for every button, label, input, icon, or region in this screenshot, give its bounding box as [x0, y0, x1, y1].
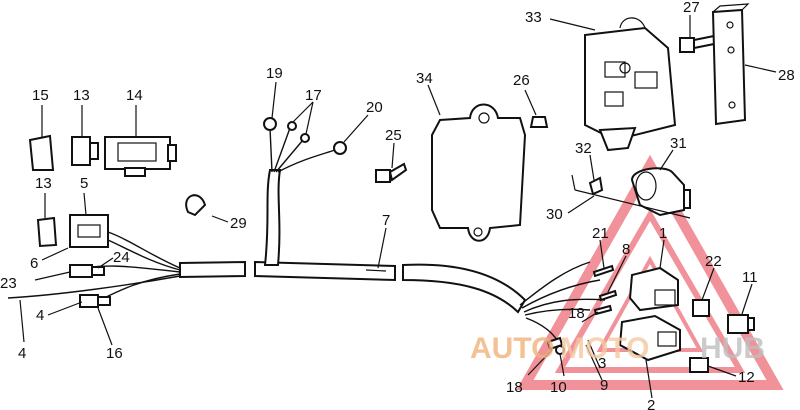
label-22: 22	[705, 253, 722, 270]
label-18-lower: 18	[506, 379, 523, 396]
label-27: 27	[683, 0, 700, 16]
screw-25	[375, 162, 408, 183]
label-20: 20	[366, 99, 383, 116]
mounting-plate-28	[711, 3, 750, 126]
module-34	[431, 103, 527, 242]
label-21: 21	[592, 225, 609, 242]
label-24: 24	[113, 249, 130, 266]
label-4-upper: 4	[36, 307, 44, 324]
clamp-29	[185, 194, 207, 217]
plug-11	[727, 314, 755, 334]
label-13-top: 13	[73, 87, 90, 104]
label-9: 9	[600, 377, 608, 394]
terminal-13-lower	[36, 216, 58, 248]
label-4-lower: 4	[18, 345, 26, 362]
leader-lines	[19, 15, 777, 399]
connector-16	[79, 294, 111, 308]
watermark-text-hub: HUB	[700, 332, 765, 365]
label-13-lower: 13	[35, 175, 52, 192]
control-module-bracket	[584, 17, 677, 152]
label-30: 30	[546, 206, 563, 223]
label-1: 1	[659, 225, 667, 242]
label-3: 3	[598, 355, 606, 372]
connector-24	[69, 264, 105, 278]
label-11: 11	[742, 269, 758, 286]
label-16: 16	[106, 345, 123, 362]
connector-1	[628, 266, 679, 312]
label-19: 19	[266, 65, 283, 82]
seal-22	[692, 299, 710, 317]
label-25: 25	[385, 127, 402, 144]
label-5: 5	[80, 175, 88, 192]
label-10: 10	[550, 379, 567, 396]
plug-12	[689, 357, 709, 373]
label-7: 7	[382, 212, 390, 229]
boot-15	[28, 134, 55, 171]
screw-27	[679, 34, 715, 53]
watermark-text-auto: AUTO	[470, 332, 554, 365]
label-6: 6	[30, 255, 38, 272]
label-34: 34	[416, 70, 433, 87]
watermark-text-moto: MOTO	[560, 332, 649, 365]
connector-31	[630, 167, 691, 217]
bolt-26	[529, 116, 549, 128]
label-17: 17	[305, 87, 322, 104]
label-14: 14	[126, 87, 143, 104]
label-23: 23	[0, 275, 17, 292]
label-33: 33	[525, 9, 542, 26]
label-32: 32	[575, 140, 592, 157]
label-18-upper: 18	[568, 305, 585, 322]
watermark-wordmark: AUTO MOTO HUB	[470, 332, 765, 365]
label-26: 26	[513, 72, 530, 89]
terminal-13-top	[71, 136, 99, 166]
label-2: 2	[647, 397, 655, 410]
label-12: 12	[738, 369, 755, 386]
terminal-pin-32	[571, 174, 691, 219]
terminals-small	[546, 264, 618, 355]
label-8: 8	[622, 241, 630, 258]
connector-2	[618, 314, 681, 362]
label-15: 15	[32, 87, 49, 104]
connector-5	[69, 214, 109, 248]
label-28: 28	[778, 67, 795, 84]
label-31: 31	[670, 135, 687, 152]
label-29: 29	[230, 215, 247, 232]
circuit-breaker-14	[104, 136, 177, 177]
